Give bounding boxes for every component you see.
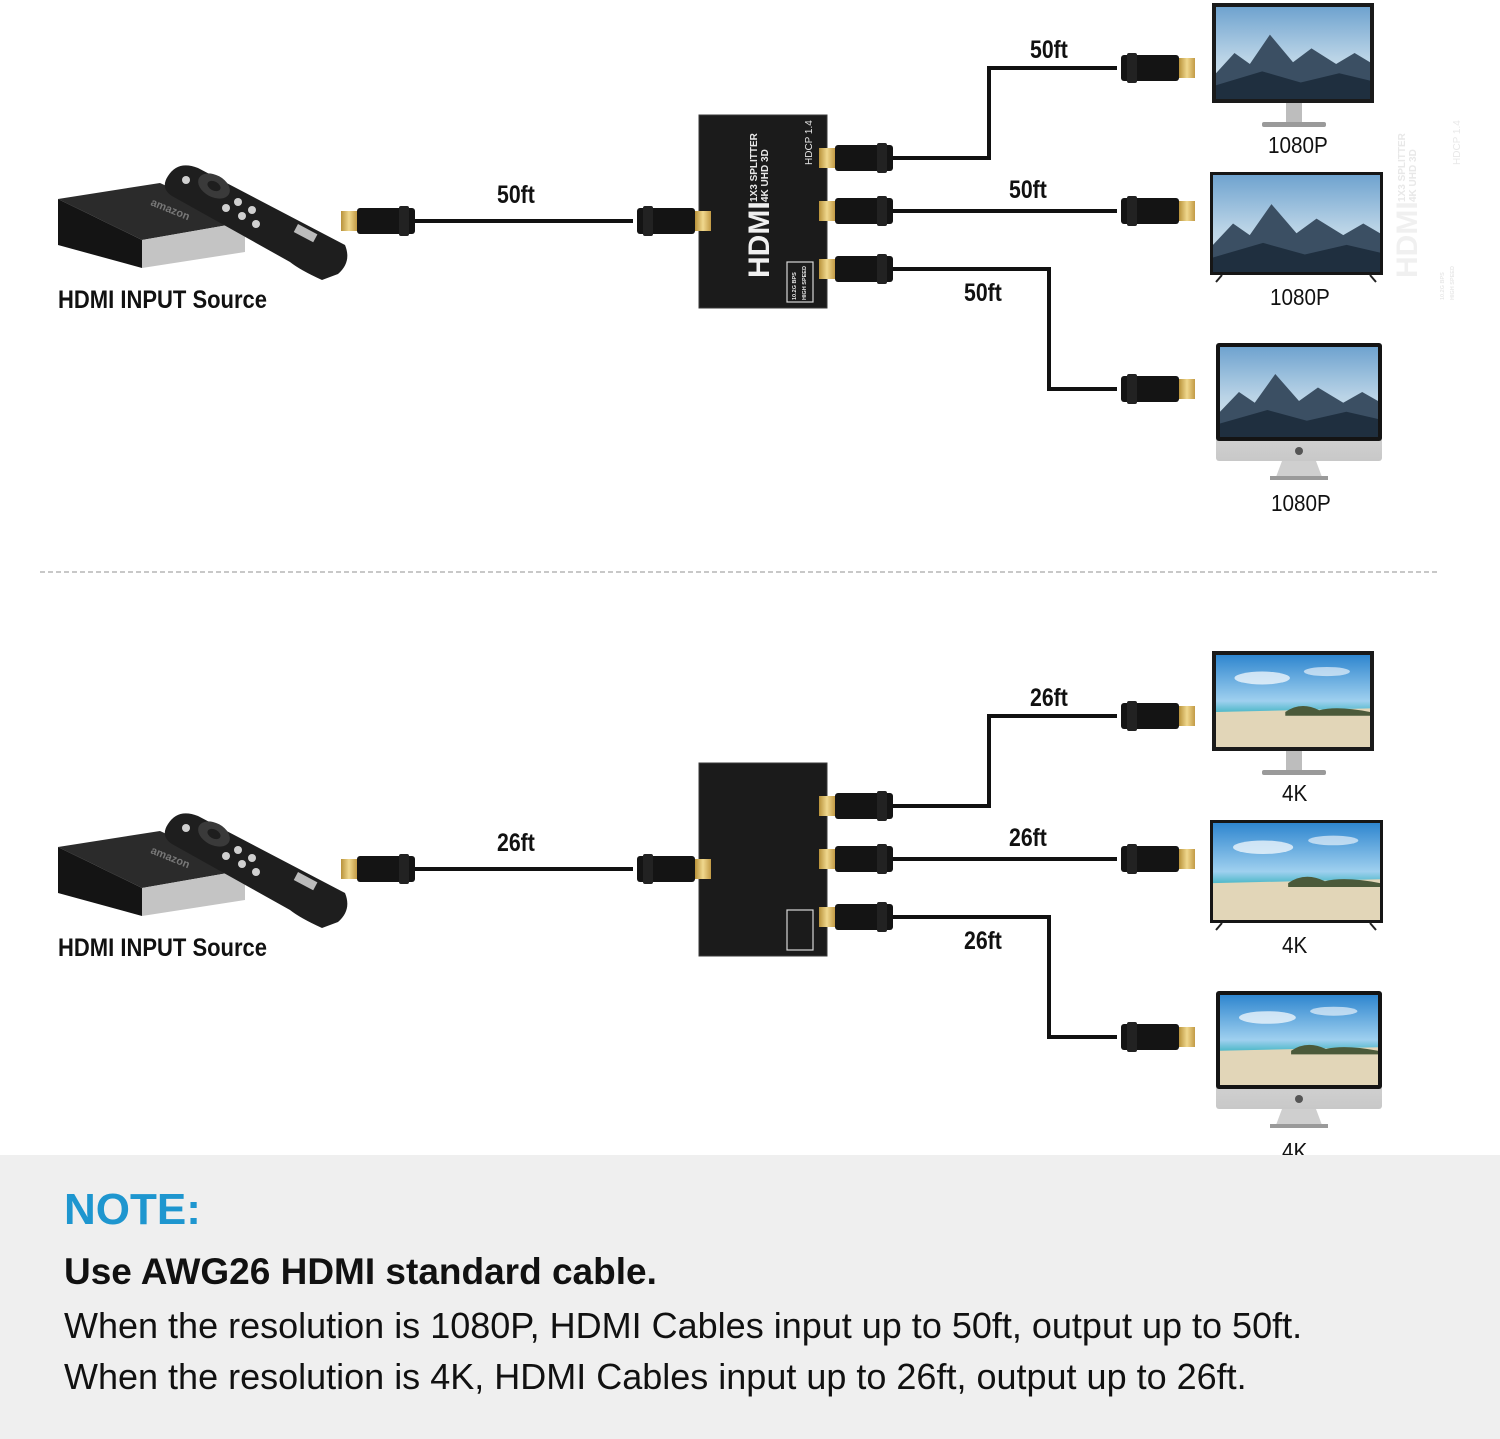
monitor-icon (1212, 3, 1374, 127)
output-3-length-label: 26ft (964, 927, 1002, 955)
hdmi-plug-icon (819, 791, 893, 821)
resolution-label-2: 4K (1282, 932, 1308, 958)
output-cable-3 (893, 915, 1117, 1039)
tv-icon (1210, 172, 1383, 283)
svg-text:HIGH SPEED: HIGH SPEED (1450, 266, 1456, 300)
svg-text:4K UHD 3D: 4K UHD 3D (760, 149, 771, 202)
svg-text:HDMI: HDMI (743, 201, 776, 278)
all-in-one-computer-icon (1216, 343, 1382, 480)
hdmi-plug-icon (1121, 196, 1195, 226)
streaming-box-icon: amazon (58, 183, 245, 268)
hdmi-plug-icon (819, 254, 893, 284)
svg-text:10.2G BPS: 10.2G BPS (792, 272, 798, 300)
output-2-length-label: 26ft (1009, 824, 1047, 852)
output-cable-1 (893, 714, 1117, 808)
note-title: NOTE: (64, 1185, 201, 1234)
output-cable-3 (893, 267, 1117, 391)
hdmi-plug-icon (819, 196, 893, 226)
output-cable-1 (893, 66, 1117, 160)
input-length-label: 50ft (497, 181, 535, 209)
resolution-label-3: 1080P (1271, 490, 1331, 516)
remote-control-icon (164, 165, 348, 280)
output-1-length-label: 26ft (1030, 684, 1068, 712)
svg-text:4K UHD 3D: 4K UHD 3D (1408, 149, 1419, 202)
hdmi-plug-icon (341, 206, 415, 236)
svg-text:HDCP 1.4: HDCP 1.4 (1452, 120, 1463, 165)
svg-text:1X3 SPLITTER: 1X3 SPLITTER (1397, 132, 1408, 202)
output-2-length-label: 50ft (1009, 176, 1047, 204)
hdmi-plug-icon (637, 854, 711, 884)
hdmi-plug-icon (819, 902, 893, 932)
remote-control-icon (164, 813, 348, 928)
resolution-label-1: 4K (1282, 780, 1308, 806)
note-panel: NOTE: Use AWG26 HDMI standard cable. Whe… (0, 1155, 1500, 1439)
resolution-label-1: 1080P (1268, 132, 1328, 158)
hdmi-plug-icon (637, 206, 711, 236)
hdmi-plug-icon (1121, 374, 1195, 404)
hdmi-plug-icon (1121, 701, 1195, 731)
tv-icon (1210, 820, 1383, 931)
monitor-icon (1212, 651, 1374, 775)
hdmi-plug-icon (1121, 53, 1195, 83)
hdmi-plug-icon (1121, 1022, 1195, 1052)
all-in-one-computer-icon (1216, 991, 1382, 1128)
svg-text:HIGH SPEED: HIGH SPEED (802, 266, 808, 300)
source-label: HDMI INPUT Source (58, 286, 268, 314)
hdmi-plug-icon (819, 844, 893, 874)
hdmi-plug-icon (1121, 844, 1195, 874)
svg-text:HDCP 1.4: HDCP 1.4 (804, 120, 815, 165)
note-line-4k: When the resolution is 4K, HDMI Cables i… (64, 1356, 1247, 1397)
hdmi-plug-icon (341, 854, 415, 884)
input-length-label: 26ft (497, 829, 535, 857)
note-heading: Use AWG26 HDMI standard cable. (64, 1251, 657, 1292)
svg-text:HDMI: HDMI (1391, 201, 1424, 278)
hdmi-plug-icon (819, 143, 893, 173)
resolution-label-2: 1080P (1270, 284, 1330, 310)
svg-text:1X3 SPLITTER: 1X3 SPLITTER (749, 132, 760, 202)
svg-text:10.2G BPS: 10.2G BPS (1440, 272, 1446, 300)
source-label: HDMI INPUT Source (58, 934, 268, 962)
output-3-length-label: 50ft (964, 279, 1002, 307)
note-line-1080p: When the resolution is 1080P, HDMI Cable… (64, 1305, 1303, 1346)
output-1-length-label: 50ft (1030, 36, 1068, 64)
